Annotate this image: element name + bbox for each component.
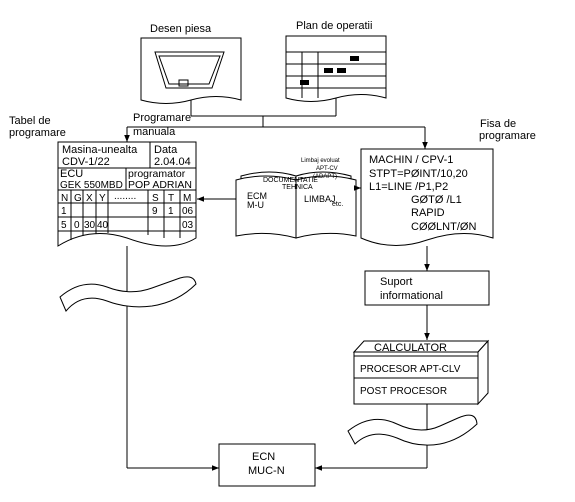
row1-t: 1 (168, 206, 174, 217)
programare-manuala-line1: Programare (133, 112, 191, 124)
data-value: 2.04.04 (154, 156, 191, 168)
col-g: G (74, 193, 82, 204)
programming-sheet (360, 148, 494, 247)
row1-n: 1 (61, 206, 67, 217)
calculator-box (352, 339, 490, 406)
post-procesor-label: POST PROCESOR (360, 386, 447, 397)
row1-s: 9 (152, 206, 158, 217)
fisa-line-6: CØØLNT/ØN (411, 221, 476, 233)
col-dots: ........ (114, 191, 136, 202)
ecu-model: GEK 550MBD (60, 180, 123, 191)
punched-tape-left (59, 276, 197, 312)
data-label: Data (154, 144, 178, 156)
limbaj-evoluat-line2: APT-CV (316, 166, 338, 172)
col-s: S (152, 193, 159, 204)
technical-documentation-book (235, 171, 357, 239)
masina-line2: CDV-1/22 (62, 156, 110, 168)
row2-g: 0 (74, 220, 80, 231)
fisa-line-2: STPT=PØINT/10,20 (369, 168, 468, 180)
suport-informational-box (364, 270, 490, 306)
part-drawing-document (140, 37, 242, 104)
col-t: T (168, 193, 174, 204)
operations-plan-document (285, 35, 387, 102)
book-title-line2: TEHNICA (282, 184, 313, 191)
procesor-label: PROCESOR APT-CLV (360, 364, 461, 375)
ecn-box (218, 443, 316, 487)
suport-line2: informational (380, 290, 443, 302)
punched-tape-right (347, 414, 478, 446)
ecn-line1: ECN (252, 451, 275, 463)
fisa-line-5: RAPID (411, 207, 445, 219)
fisa-programare-line2: programare (479, 130, 536, 142)
fisa-line-4: GØTØ /L1 (411, 194, 462, 206)
limbaj-evoluat-line3: (ADAPT) (313, 174, 337, 180)
fisa-programare-line1: Fisa de (480, 118, 516, 130)
suport-line1: Suport (380, 276, 412, 288)
calculator-title: CALCULATOR (374, 342, 447, 354)
book-title-line1: DOCUMENTATIE (263, 177, 318, 184)
programator-label: programator (128, 168, 186, 180)
col-n: N (61, 193, 68, 204)
tabel-programare-line1: Tabel de (9, 115, 51, 127)
limbaj-evoluat-line1: Limbaj evoluat (301, 158, 340, 164)
book-left-line2: M-U (247, 200, 264, 210)
programator-name: POP ADRIAN (128, 179, 192, 191)
masina-line1: Masina-unealta (62, 144, 138, 156)
col-x: X (86, 193, 93, 204)
book-left-line1: ECM (247, 191, 267, 201)
row2-m: 03 (182, 220, 194, 231)
fisa-line-1: MACHIN / CPV-1 (369, 154, 453, 166)
programming-table (57, 141, 197, 247)
col-y: Y (99, 193, 106, 204)
row2-n: 5 (61, 220, 67, 231)
row1-m: 06 (182, 206, 194, 217)
ecn-line2: MUC-N (248, 465, 285, 477)
etc-label: etc. (332, 201, 343, 208)
ecu-label: ECU (60, 168, 83, 180)
row2-x: 30 (84, 220, 96, 231)
col-m: M (183, 193, 191, 204)
fisa-line-3: L1=LINE /P1,P2 (369, 181, 448, 193)
programare-manuala-line2: manuala (133, 126, 176, 138)
row2-y: 40 (97, 220, 109, 231)
tabel-programare-line2: programare (9, 127, 66, 139)
book-right: LIMBAJ (304, 194, 336, 204)
desen-piesa-label: Desen piesa (150, 23, 212, 35)
plan-operatii-label: Plan de operatii (296, 20, 372, 32)
